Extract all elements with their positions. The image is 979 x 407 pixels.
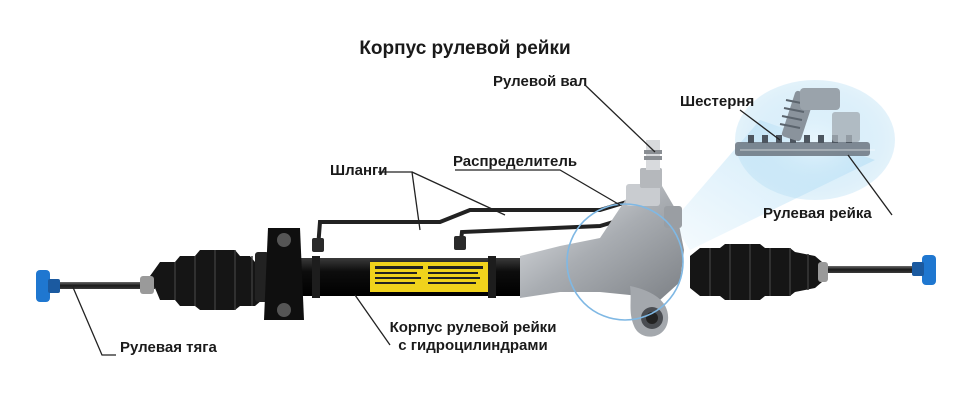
label-hoses: Шланги bbox=[330, 162, 388, 179]
label-housing-line1: Корпус рулевой рейки bbox=[389, 319, 557, 336]
left-tie-rod bbox=[36, 270, 155, 302]
hose-fittings bbox=[312, 236, 466, 252]
leader-hoses-2 bbox=[411, 171, 506, 216]
label-housing-cylinders: Корпус рулевой рейки с гидроцилиндрами bbox=[380, 319, 566, 355]
label-housing-line2: с гидроцилиндрами bbox=[398, 337, 548, 354]
right-tie-rod bbox=[820, 255, 936, 285]
left-bellows-boot bbox=[140, 250, 262, 310]
leader-pinion bbox=[739, 109, 781, 141]
warning-sticker bbox=[370, 262, 488, 292]
steering-shaft bbox=[640, 140, 662, 188]
leader-tie-rod bbox=[71, 284, 116, 356]
leader-steering-shaft bbox=[584, 84, 656, 153]
leader-rack bbox=[847, 154, 893, 216]
label-rack: Рулевая рейка bbox=[763, 205, 872, 222]
leader-lines bbox=[71, 84, 893, 356]
right-bellows-boot bbox=[690, 244, 828, 300]
label-steering-shaft: Рулевой вал bbox=[493, 73, 588, 90]
label-pinion: Шестерня bbox=[680, 93, 755, 110]
distributor-highlight-ring bbox=[566, 203, 684, 321]
leader-distributor bbox=[455, 169, 621, 206]
leader-housing bbox=[354, 294, 391, 346]
label-distributor: Распределитель bbox=[453, 153, 578, 170]
label-tie-rod: Рулевая тяга bbox=[120, 339, 217, 356]
diagram-title: Корпус рулевой рейки bbox=[359, 38, 571, 59]
pinion-inset-illustration bbox=[735, 80, 895, 200]
valve-body bbox=[520, 184, 684, 337]
